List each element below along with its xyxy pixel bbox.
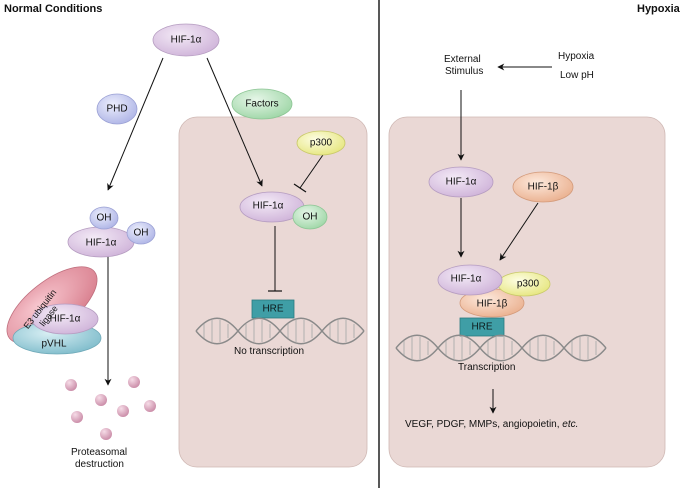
fragment-ball — [144, 400, 156, 412]
fragment-ball — [117, 405, 129, 417]
hre-hypoxia-label: HRE — [471, 321, 493, 333]
complex-p300-label: p300 — [516, 278, 540, 290]
dna-rungs-hypoxia — [403, 337, 597, 359]
fragment-ball — [128, 376, 140, 388]
destruction-label: destruction — [75, 459, 124, 470]
hif1a-hypoxia-oval — [428, 166, 494, 198]
p300-label: p300 — [309, 137, 333, 149]
phd-oval — [96, 93, 138, 125]
no-transcription-label: No transcription — [234, 346, 305, 357]
p300-inhibition-line — [299, 151, 326, 189]
complex-hif1a-oval — [437, 264, 503, 296]
hif1a-inhibited-label: HIF-1α — [252, 200, 284, 212]
arrow-hif1b-to-complex — [499, 202, 539, 261]
hre-normal-label: HRE — [262, 303, 284, 315]
normal-conditions-header: Normal Conditions — [4, 3, 103, 15]
normal-nucleus-panel — [178, 116, 368, 468]
fragment-ball — [100, 428, 112, 440]
external-label: External — [444, 54, 481, 65]
target-genes-main: VEGF, PDGF, MMPs, angiopoietin, — [405, 419, 563, 430]
dna-strand-b — [395, 334, 607, 362]
target-genes-etc: etc. — [562, 419, 579, 430]
complex-hif1a-label: HIF-1α — [450, 273, 482, 285]
dna-rungs-normal — [203, 320, 355, 342]
hypoxia-stimulus-label: Hypoxia — [558, 51, 595, 62]
target-genes-label: VEGF, PDGF, MMPs, angiopoietin, etc. — [405, 419, 578, 430]
dna-helix-hypoxia — [395, 334, 607, 362]
hif1a-top-label: HIF-1α — [170, 34, 202, 46]
factors-label: Factors — [245, 98, 279, 110]
fragment-ball — [71, 411, 83, 423]
hif1b-hypoxia-oval — [512, 171, 574, 203]
transcription-label: Transcription — [458, 362, 516, 373]
fragment-ball — [95, 394, 107, 406]
low-ph-label: Low pH — [560, 70, 594, 81]
fragment-ball — [65, 379, 77, 391]
arrow-hif-to-hydroxylation — [107, 57, 164, 191]
arrow-hif-to-nucleus — [206, 57, 263, 187]
phd-label: PHD — [106, 103, 128, 115]
hre-box-hypoxia — [459, 317, 505, 337]
stimulus-label: Stimulus — [445, 66, 484, 77]
dna-helix-normal — [195, 317, 365, 345]
hre-box-normal — [251, 299, 295, 319]
oh-top-oval — [89, 206, 119, 230]
complex-hif1b-label: HIF-1β — [476, 298, 508, 310]
dna-strand-a — [395, 334, 607, 362]
pvhl-label: pVHL — [41, 338, 67, 350]
oh-right-label: OH — [133, 227, 149, 239]
oh-inhibited-oval — [292, 204, 328, 230]
factors-oval — [231, 88, 293, 120]
hif1a-bound-label: HIF-1α — [49, 313, 81, 325]
proteasomal-label: Proteasomal — [71, 447, 128, 458]
oh-inhibited-label: OH — [302, 211, 318, 223]
hif1a-hydroxylated-label: HIF-1α — [85, 237, 117, 249]
dna-strand-b — [195, 317, 365, 345]
hif1b-hypoxia-label: HIF-1β — [527, 181, 559, 193]
hif1a-top-oval — [152, 23, 220, 57]
hif1a-bound-oval — [31, 303, 99, 335]
oh-right-oval — [126, 221, 156, 245]
proteasome-fragments — [65, 376, 156, 440]
oh-top-label: OH — [96, 212, 112, 224]
hif1a-hypoxia-label: HIF-1α — [445, 176, 477, 188]
hypoxia-header: Hypoxia — [637, 3, 680, 15]
p300-oval — [296, 130, 346, 156]
p300-inhibition-bar — [293, 183, 307, 193]
